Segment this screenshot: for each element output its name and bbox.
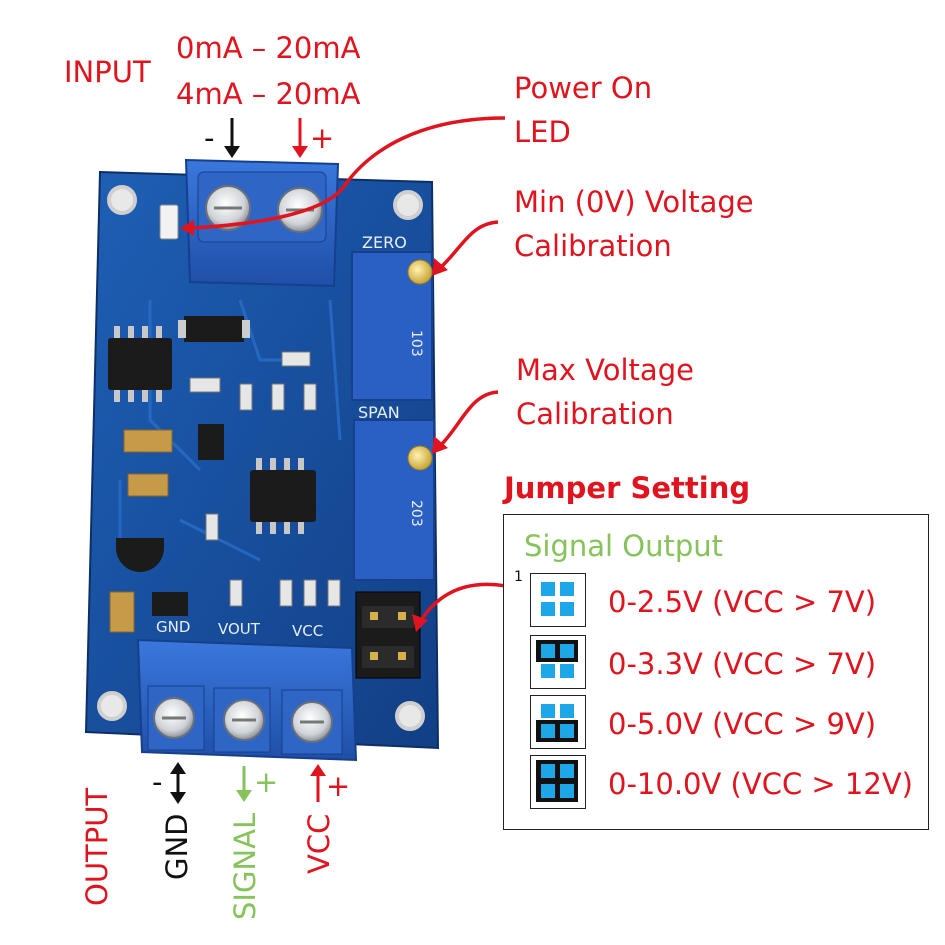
jumper-pin <box>541 784 555 798</box>
jumper-arrow <box>412 582 507 632</box>
output-minus-sign: - <box>152 765 163 799</box>
jumper-diagram-icon <box>530 573 586 627</box>
jumper-option-row: 0-3.3V (VCC > 7V) <box>530 635 920 691</box>
jumper-diagram-icon <box>530 695 586 749</box>
input-plus-arrow <box>292 118 308 158</box>
jumper-option-label: 0-5.0V (VCC > 9V) <box>608 707 877 741</box>
smd-components <box>109 316 341 633</box>
ic-u4 <box>250 458 316 534</box>
vcc-label: VCC <box>302 813 336 874</box>
gnd-label: GND <box>160 813 194 881</box>
signal-plus-sign: + <box>254 765 279 799</box>
jumper-pin <box>541 704 555 718</box>
input-plus-sign: + <box>310 121 335 155</box>
vcc-plus-sign: + <box>326 769 351 803</box>
gnd-arrow <box>170 762 186 804</box>
jumper-pin <box>560 582 574 596</box>
output-terminal-block <box>136 638 358 762</box>
silk-pot1-code: 103 <box>408 330 424 357</box>
jumper-pin <box>541 664 555 678</box>
min-voltage-label-line1: Min (0V) Voltage <box>514 185 754 219</box>
silk-span: SPAN <box>358 403 400 422</box>
signal-label: SIGNAL <box>228 812 262 920</box>
vcc-arrow <box>310 764 326 802</box>
jumper-diagram-icon <box>530 635 586 689</box>
silk-vcc: VCC <box>292 622 323 640</box>
power-on-label-line1: Power On <box>514 71 653 105</box>
jumper-option-row: 0-2.5V (VCC > 7V) <box>530 573 920 629</box>
jumper-option-label: 0-10.0V (VCC > 12V) <box>608 767 913 801</box>
jumper-pin <box>541 582 555 596</box>
jumper-option-row: 0-10.0V (VCC > 12V) <box>530 755 920 811</box>
jumper-option-label: 0-3.3V (VCC > 7V) <box>608 647 877 681</box>
jumper-pin <box>560 764 574 778</box>
jumper-setting-heading: Jumper Setting <box>504 471 751 505</box>
max-calibration-arrow <box>432 390 499 454</box>
power-on-label-line2: LED <box>514 115 571 149</box>
jumper-pin <box>560 602 574 616</box>
transistor <box>116 538 164 572</box>
input-minus-sign: - <box>204 121 215 155</box>
jumper-diagram-icon <box>530 755 586 809</box>
output-title: OUTPUT <box>80 787 114 906</box>
input-minus-arrow <box>224 118 240 158</box>
jumper-pin <box>560 704 574 718</box>
jumper-pin <box>541 644 555 658</box>
zero-potentiometer <box>351 251 433 401</box>
signal-arrow <box>236 766 252 802</box>
jumper-pin <box>541 602 555 616</box>
silk-zero: ZERO <box>362 233 407 252</box>
jumper-pin <box>560 644 574 658</box>
input-range-0-20: 0mA – 20mA <box>176 31 361 65</box>
input-range-4-20: 4mA – 20mA <box>176 77 361 111</box>
jumper-pin <box>541 724 555 738</box>
input-title: INPUT <box>64 55 151 89</box>
jumper-pin <box>560 664 574 678</box>
span-potentiometer <box>353 419 435 581</box>
jumper-pin <box>560 784 574 798</box>
pin1-marker: 1 <box>514 569 523 585</box>
jumper-option-row: 0-5.0V (VCC > 9V) <box>530 695 920 751</box>
board-jumper-header <box>355 591 421 679</box>
power-led <box>159 204 179 240</box>
min-voltage-label-line2: Calibration <box>514 229 672 263</box>
ic-u1 <box>108 326 172 402</box>
silk-vout: VOUT <box>218 620 261 638</box>
max-voltage-label-line1: Max Voltage <box>516 353 694 387</box>
min-calibration-arrow <box>432 220 499 276</box>
jumper-pin <box>560 724 574 738</box>
power-led-arrow <box>180 116 506 236</box>
signal-output-title: Signal Output <box>524 529 724 563</box>
silk-gnd: GND <box>156 618 190 636</box>
jumper-setting-panel: Signal Output 1 0-2.5V (VCC > 7V) 0-3.3V … <box>503 514 929 830</box>
jumper-option-label: 0-2.5V (VCC > 7V) <box>608 585 877 619</box>
input-terminal-block <box>184 158 340 288</box>
max-voltage-label-line2: Calibration <box>516 397 674 431</box>
jumper-pin <box>541 764 555 778</box>
silk-pot2-code: 203 <box>408 500 424 527</box>
